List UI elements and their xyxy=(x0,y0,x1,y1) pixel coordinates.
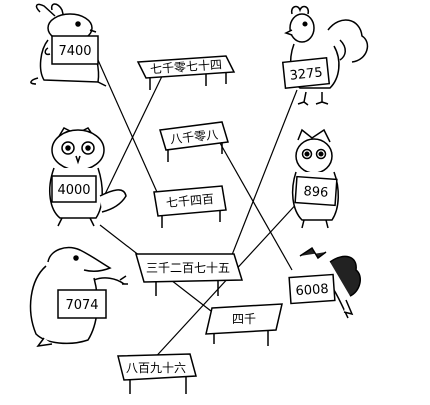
table-t5-label: 四千 xyxy=(232,312,256,326)
owl xyxy=(48,127,127,227)
table-t2 xyxy=(159,121,229,162)
table-t3-label: 七千四百 xyxy=(165,192,214,210)
table-t4 xyxy=(135,253,244,296)
rabbit-number: 7400 xyxy=(58,44,91,59)
table-t6-label: 八百九十六 xyxy=(126,361,186,375)
rooster-number: 3275 xyxy=(289,65,323,83)
crow-number: 6008 xyxy=(295,282,329,299)
line-896 xyxy=(149,199,301,364)
table-t6 xyxy=(117,353,197,394)
rabbit xyxy=(30,3,107,87)
line-6008 xyxy=(219,142,293,271)
crow xyxy=(288,246,361,319)
table-t2-label: 八千零八 xyxy=(169,128,218,147)
rooster-sign xyxy=(281,56,331,90)
table-t3 xyxy=(153,185,227,228)
table-t5 xyxy=(205,303,283,346)
small-owl-sign xyxy=(294,175,338,207)
small-owl xyxy=(291,128,339,229)
line-7400 xyxy=(97,59,166,211)
owl-number: 4000 xyxy=(57,183,90,198)
owl-sign xyxy=(51,175,97,203)
line-3275 xyxy=(229,89,298,261)
crow-sign xyxy=(288,273,336,305)
table-t4-label: 三千二百七十五 xyxy=(146,261,230,275)
table-t1 xyxy=(136,55,236,90)
penguin-sign xyxy=(57,289,107,319)
connection-lines xyxy=(94,59,301,364)
penguin-number: 7074 xyxy=(65,298,98,313)
small-owl-number: 896 xyxy=(303,184,329,201)
rabbit-sign xyxy=(51,35,99,65)
rooster xyxy=(281,5,369,106)
line-7074 xyxy=(94,69,166,216)
table-t1-label: 七千零七十四 xyxy=(150,58,223,77)
penguin xyxy=(29,246,128,347)
